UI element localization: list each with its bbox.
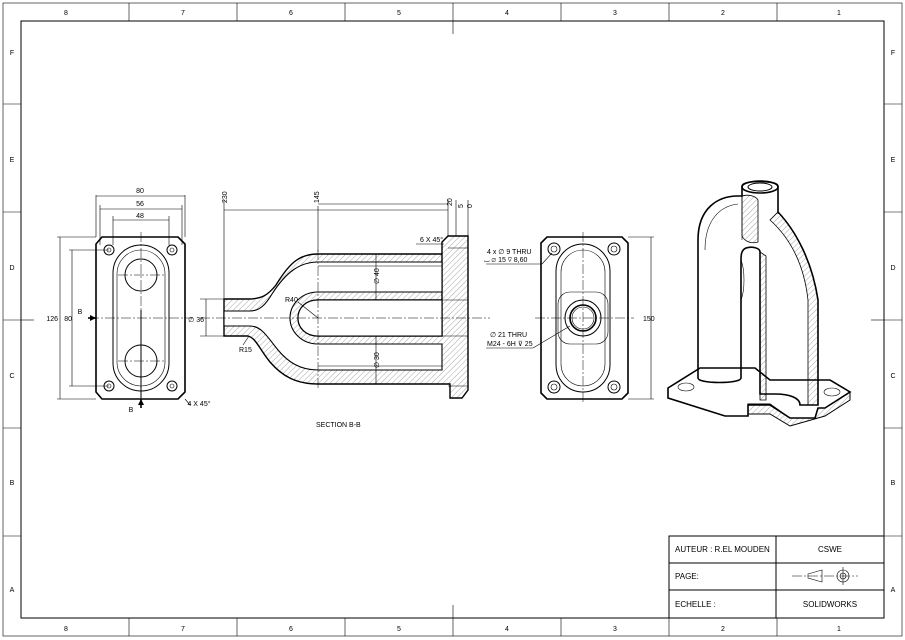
col-label-bottom: 6 — [289, 626, 293, 633]
row-label-right: F — [891, 50, 895, 57]
dim-dia30: ∅ 30 — [374, 352, 381, 368]
hole-note-line-2: ⌴ ∅ 15 ⊽ 8,60 — [484, 257, 527, 264]
section-mark-left: B — [78, 309, 83, 316]
column-labels: 8 7 6 5 4 3 2 1 8 7 6 5 4 3 2 1 — [64, 10, 841, 633]
dim-dia36: ∅ 36 — [188, 317, 204, 324]
dim-126: 126 — [46, 316, 58, 323]
title-company: CSWE — [818, 545, 842, 554]
col-label-bottom: 5 — [397, 626, 401, 633]
col-label-top: 8 — [64, 10, 68, 17]
isometric-view — [667, 180, 852, 427]
dim-145: 145 — [314, 191, 321, 203]
col-label-top: 4 — [505, 10, 509, 17]
dim-chamfer-6x45: 6 X 45° — [420, 236, 443, 244]
col-label-bottom: 4 — [505, 626, 509, 633]
col-label-top: 1 — [837, 10, 841, 17]
row-label-right: A — [891, 587, 896, 594]
col-label-bottom: 2 — [721, 626, 725, 633]
row-label-left: D — [9, 265, 14, 272]
section-view: 230 145 20 5 0 6 X 45° R40 ∅ 40 ∅ 36 ∅ 3… — [188, 191, 490, 429]
side-view: 4 x ∅ 9 THRU ⌴ ∅ 15 ⊽ 8,60 ∅ 21 THRU M24… — [484, 232, 655, 404]
row-label-left: B — [10, 480, 15, 487]
dim-48: 48 — [136, 213, 144, 220]
title-block: AUTEUR : R.EL MOUDEN CSWE PAGE: ECHELLE … — [668, 535, 885, 619]
title-scale: ECHELLE : — [675, 600, 716, 609]
row-label-left: C — [9, 373, 14, 380]
dim-56: 56 — [136, 201, 144, 208]
row-label-right: B — [891, 480, 896, 487]
row-label-left: A — [10, 587, 15, 594]
col-label-bottom: 1 — [837, 626, 841, 633]
dim-230: 230 — [222, 191, 229, 203]
dim-80: 80 — [136, 188, 144, 195]
hole-note-line-1: 4 x ∅ 9 THRU — [487, 249, 531, 256]
dim-chamfer-4x45: 4 X 45° — [187, 400, 210, 408]
section-mark-bottom: B — [129, 407, 134, 414]
row-label-right: D — [890, 265, 895, 272]
col-label-top: 5 — [397, 10, 401, 17]
row-labels: F E D C B A F E D C B A — [9, 50, 895, 594]
row-label-left: E — [10, 157, 15, 164]
row-label-left: F — [10, 50, 14, 57]
title-page: PAGE: — [675, 572, 699, 581]
thread-note-line-2: M24 - 6H ⊽ 25 — [487, 340, 533, 348]
col-label-bottom: 7 — [181, 626, 185, 633]
col-label-bottom: 3 — [613, 626, 617, 633]
col-label-top: 6 — [289, 10, 293, 17]
projection-symbol-icon — [792, 567, 858, 585]
dim-150: 150 — [643, 316, 655, 323]
dim-0: 0 — [467, 204, 474, 208]
dim-5: 5 — [458, 204, 465, 208]
row-label-right: C — [890, 373, 895, 380]
title-software: SOLIDWORKS — [803, 600, 857, 609]
col-label-top: 3 — [613, 10, 617, 17]
dim-dia40: ∅ 40 — [374, 268, 381, 284]
front-view: 80 56 48 126 80 B B 4 X 45° — [46, 188, 210, 414]
row-label-right: E — [891, 157, 896, 164]
col-label-top: 2 — [721, 10, 725, 17]
dim-r15: R15 — [239, 347, 252, 354]
dim-r40: R40 — [285, 297, 298, 304]
col-label-top: 7 — [181, 10, 185, 17]
section-caption: SECTION B-B — [316, 422, 361, 429]
col-label-bottom: 8 — [64, 626, 68, 633]
thread-note-line-1: ∅ 21 THRU — [490, 332, 527, 339]
dim-20: 20 — [447, 198, 454, 206]
title-author: AUTEUR : R.EL MOUDEN — [675, 545, 770, 554]
dim-80-vertical: 80 — [64, 316, 72, 323]
